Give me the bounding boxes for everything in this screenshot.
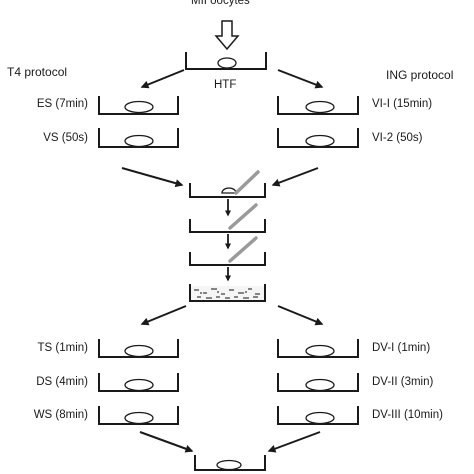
straw-2 (228, 203, 258, 230)
oocyte-ds (124, 378, 154, 392)
t4-protocol-title: T4 protocol (7, 65, 68, 79)
vs-dish (98, 128, 179, 148)
htf-dish (185, 52, 267, 70)
dv-2-dish (277, 373, 359, 392)
oocyte-es (124, 100, 154, 114)
es-dish (98, 96, 179, 115)
arrow-dv3-to-final (267, 431, 321, 453)
arrow-vs-to-center (121, 167, 184, 188)
arrow-to-dv1 (277, 305, 324, 326)
ts-dish (98, 339, 179, 358)
straw-3 (228, 236, 258, 263)
liquid-nitrogen-dish (189, 284, 266, 302)
vi-1-dish (277, 96, 359, 115)
loading-dish-2 (189, 219, 266, 233)
htf-label: HTF (214, 79, 237, 91)
straw-1 (234, 170, 260, 195)
loading-dish-3 (189, 252, 266, 266)
loading-dish-1 (189, 183, 266, 198)
oocyte-htf (217, 57, 237, 69)
oocyte-dv-1 (305, 344, 335, 358)
ts-step-label: TS (1min) (37, 342, 88, 354)
arrow-vi2-to-center (271, 167, 319, 187)
mii-oocytes-label: MII oocytes (191, 0, 250, 7)
dv-2-step-label: DV-II (3min) (372, 376, 434, 388)
liquid-nitrogen-fill (191, 286, 264, 300)
oocyte-vi-2 (305, 134, 335, 148)
oocyte-vs (124, 134, 154, 148)
culture-dish (194, 455, 266, 471)
oocyte-final (216, 459, 242, 471)
vs-step-label: VS (50s) (43, 132, 88, 144)
vi-2-dish (277, 128, 359, 148)
input-arrow (214, 20, 240, 51)
ws-step-label: WS (8min) (33, 409, 88, 421)
arrow-ws-to-final (139, 431, 194, 453)
arrow-to-ts (140, 305, 187, 326)
oocyte-dv-3 (305, 411, 335, 425)
es-step-label: ES (7min) (36, 98, 88, 110)
arrow-to-ing (277, 69, 324, 89)
ws-dish (98, 406, 179, 425)
oocyte-vi-1 (305, 100, 335, 114)
dv-3-dish (277, 406, 359, 425)
ds-step-label: DS (4min) (36, 376, 88, 388)
ing-protocol-title: ING protocol (386, 68, 454, 82)
ds-dish (98, 373, 179, 392)
vi-1-step-label: VI-I (15min) (372, 98, 433, 110)
dv-3-step-label: DV-III (10min) (372, 409, 443, 421)
oocyte-dv-2 (305, 378, 335, 392)
oocyte-ts (124, 344, 154, 358)
dv-1-step-label: DV-I (1min) (372, 342, 431, 354)
dv-1-dish (277, 339, 359, 358)
arrow-to-t4 (140, 69, 185, 89)
oocyte-droplet-1 (221, 187, 237, 194)
oocyte-ws (124, 411, 154, 425)
vi-2-step-label: VI-2 (50s) (372, 132, 423, 144)
